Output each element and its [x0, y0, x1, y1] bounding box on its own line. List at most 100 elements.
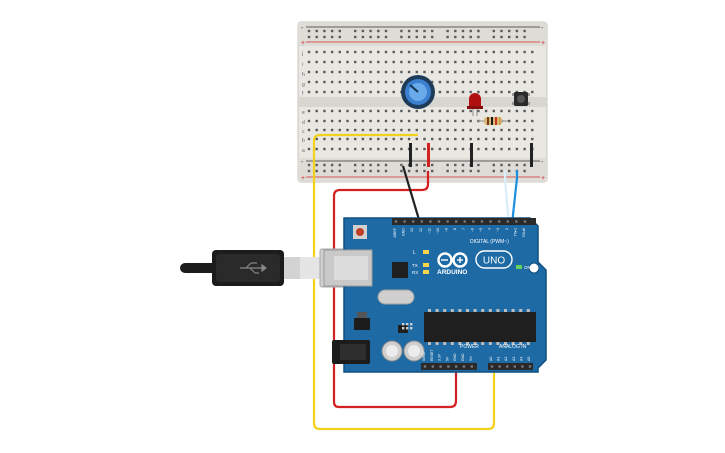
- breadboard-hole[interactable]: [407, 137, 411, 141]
- wire-pin2-blue[interactable]: [510, 170, 519, 225]
- analog-pin-hole[interactable]: [498, 365, 501, 368]
- rail-hole[interactable]: [461, 35, 465, 39]
- rail-hole[interactable]: [323, 163, 326, 167]
- breadboard-hole[interactable]: [400, 70, 403, 74]
- breadboard-hole[interactable]: [469, 60, 472, 64]
- potentiometer[interactable]: [401, 75, 435, 109]
- breadboard-hole[interactable]: [346, 109, 349, 113]
- rail-hole[interactable]: [323, 169, 326, 173]
- breadboard-hole[interactable]: [407, 50, 411, 54]
- breadboard-hole[interactable]: [446, 90, 449, 94]
- breadboard-hole[interactable]: [477, 80, 480, 84]
- breadboard-hole[interactable]: [354, 80, 357, 84]
- breadboard-hole[interactable]: [454, 109, 457, 113]
- power-pin-hole[interactable]: [423, 365, 427, 368]
- rail-hole[interactable]: [377, 35, 380, 39]
- breadboard-hole[interactable]: [315, 109, 318, 113]
- rail-hole[interactable]: [315, 169, 318, 173]
- breadboard-hole[interactable]: [330, 109, 334, 113]
- breadboard-hole[interactable]: [354, 137, 357, 141]
- wire-a0-yellow[interactable]: [312, 133, 496, 431]
- breadboard-hole[interactable]: [438, 128, 442, 132]
- rail-hole[interactable]: [431, 163, 434, 167]
- breadboard-hole[interactable]: [508, 119, 511, 123]
- breadboard-hole[interactable]: [477, 128, 480, 132]
- rail-hole[interactable]: [477, 29, 480, 33]
- breadboard-hole[interactable]: [330, 137, 334, 141]
- breadboard-hole[interactable]: [477, 50, 480, 54]
- breadboard-hole[interactable]: [315, 90, 318, 94]
- digital-pin-hole[interactable]: [498, 220, 501, 223]
- breadboard-hole[interactable]: [492, 128, 495, 132]
- rail-hole[interactable]: [477, 163, 480, 167]
- breadboard-hole[interactable]: [346, 128, 349, 132]
- power-pin-hole[interactable]: [455, 365, 458, 368]
- breadboard-hole[interactable]: [461, 128, 465, 132]
- breadboard-hole[interactable]: [392, 128, 395, 132]
- breadboard-hole[interactable]: [330, 60, 334, 64]
- rail-hole[interactable]: [454, 169, 457, 173]
- breadboard-hole[interactable]: [484, 50, 488, 54]
- breadboard-hole[interactable]: [384, 80, 388, 84]
- breadboard-hole[interactable]: [392, 80, 395, 84]
- breadboard-hole[interactable]: [423, 109, 426, 113]
- breadboard-hole[interactable]: [438, 147, 442, 151]
- breadboard-hole[interactable]: [492, 90, 495, 94]
- breadboard-hole[interactable]: [500, 109, 503, 113]
- breadboard-hole[interactable]: [392, 90, 395, 94]
- breadboard-hole[interactable]: [307, 90, 311, 94]
- breadboard-hole[interactable]: [377, 80, 380, 84]
- rail-hole[interactable]: [477, 35, 480, 39]
- breadboard-hole[interactable]: [431, 70, 434, 74]
- rail-hole[interactable]: [469, 35, 472, 39]
- breadboard-hole[interactable]: [361, 147, 365, 151]
- breadboard-hole[interactable]: [515, 137, 519, 141]
- breadboard-hole[interactable]: [500, 147, 503, 151]
- breadboard-hole[interactable]: [323, 119, 326, 123]
- breadboard-hole[interactable]: [469, 50, 472, 54]
- breadboard-hole[interactable]: [469, 70, 472, 74]
- breadboard-hole[interactable]: [515, 119, 519, 123]
- breadboard-hole[interactable]: [461, 50, 465, 54]
- breadboard-hole[interactable]: [431, 109, 434, 113]
- breadboard-hole[interactable]: [330, 119, 334, 123]
- rail-hole[interactable]: [323, 35, 326, 39]
- breadboard-hole[interactable]: [454, 119, 457, 123]
- rail-hole[interactable]: [361, 163, 365, 167]
- breadboard-hole[interactable]: [508, 109, 511, 113]
- rail-hole[interactable]: [407, 169, 411, 173]
- breadboard-hole[interactable]: [531, 90, 534, 94]
- breadboard-hole[interactable]: [423, 60, 426, 64]
- breadboard-hole[interactable]: [323, 109, 326, 113]
- rail-hole[interactable]: [508, 29, 511, 33]
- breadboard-hole[interactable]: [323, 60, 326, 64]
- rail-hole[interactable]: [369, 29, 372, 33]
- rail-hole[interactable]: [508, 163, 511, 167]
- rail-hole[interactable]: [330, 35, 334, 39]
- breadboard-hole[interactable]: [500, 137, 503, 141]
- breadboard-hole[interactable]: [323, 147, 326, 151]
- rail-hole[interactable]: [384, 169, 388, 173]
- analog-pin-hole[interactable]: [490, 365, 494, 368]
- breadboard-hole[interactable]: [392, 147, 395, 151]
- breadboard-hole[interactable]: [307, 147, 311, 151]
- digital-pin-hole[interactable]: [394, 220, 398, 223]
- breadboard-hole[interactable]: [431, 128, 434, 132]
- rail-hole[interactable]: [330, 169, 334, 173]
- breadboard-hole[interactable]: [361, 109, 365, 113]
- breadboard-hole[interactable]: [531, 70, 534, 74]
- rail-hole[interactable]: [338, 35, 341, 39]
- breadboard-hole[interactable]: [377, 109, 380, 113]
- breadboard-hole[interactable]: [531, 80, 534, 84]
- breadboard-hole[interactable]: [508, 90, 511, 94]
- breadboard-hole[interactable]: [515, 50, 519, 54]
- rail-hole[interactable]: [400, 163, 403, 167]
- breadboard-hole[interactable]: [384, 137, 388, 141]
- breadboard-hole[interactable]: [369, 50, 372, 54]
- breadboard-hole[interactable]: [338, 137, 341, 141]
- breadboard-hole[interactable]: [354, 109, 357, 113]
- breadboard-hole[interactable]: [446, 137, 449, 141]
- digital-pin-hole[interactable]: [472, 220, 475, 223]
- wire-pin2-white[interactable]: [503, 170, 511, 225]
- rail-hole[interactable]: [446, 29, 449, 33]
